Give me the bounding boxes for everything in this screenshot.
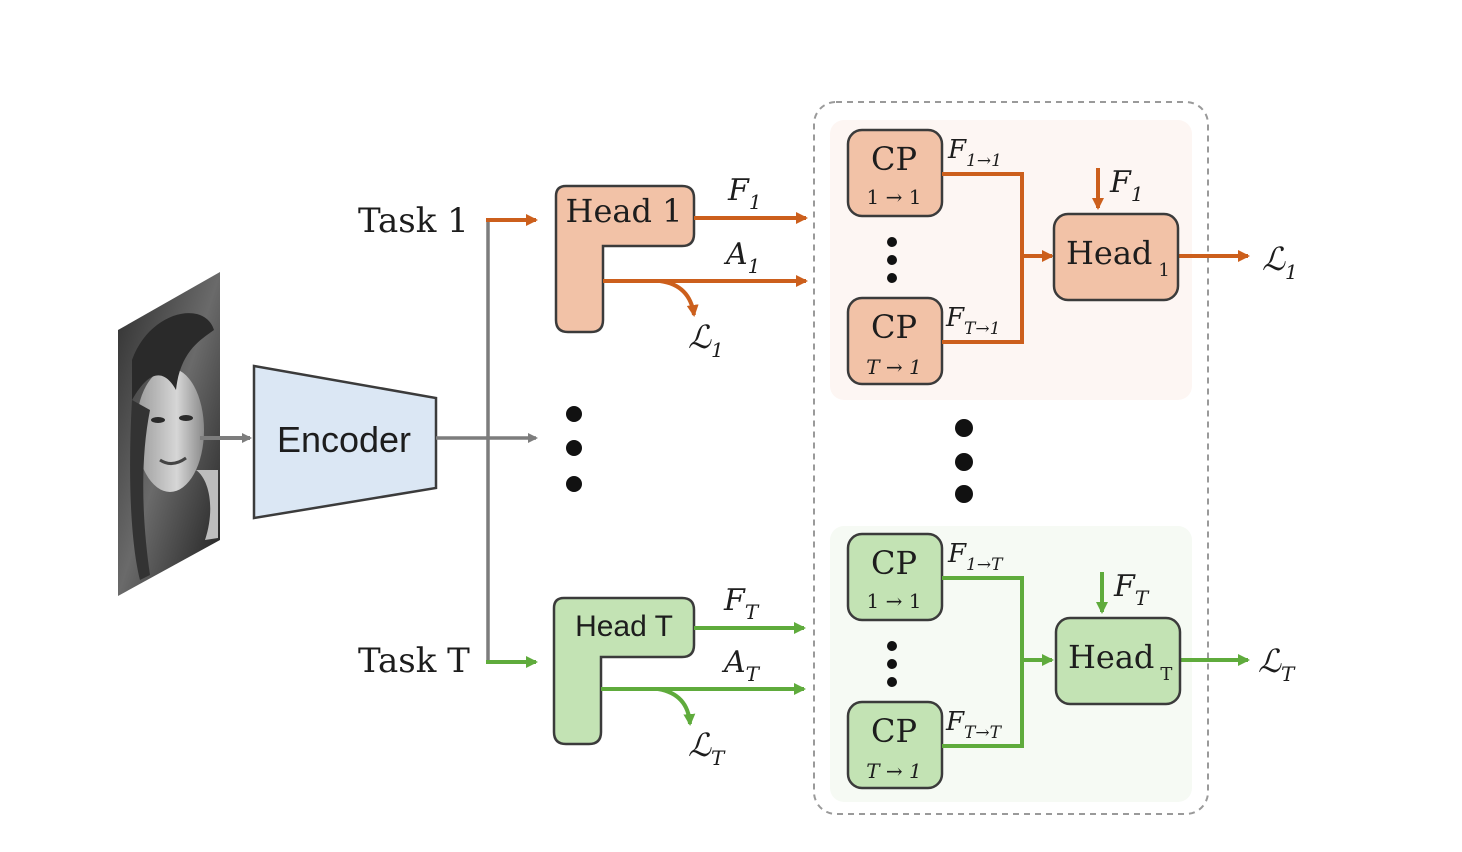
green-cp-top: CP 1 → 1 xyxy=(846,532,944,622)
green-final-loss-label: ℒT xyxy=(1258,642,1296,686)
input-face-image xyxy=(118,272,220,596)
green-cp-bottom: CP T → 1 xyxy=(846,700,944,790)
green-cp-connectors xyxy=(942,572,1250,748)
taskT-label: Task T xyxy=(358,641,470,681)
head1-loss-label: ℒ1 xyxy=(688,318,724,362)
orange-cp-bottom-out-label: FT→1 xyxy=(945,303,1000,339)
headT-output-arrows xyxy=(601,622,806,726)
headT-A-label: AT xyxy=(721,645,761,686)
orange-cp-top: CP 1 → 1 xyxy=(846,128,944,218)
panel-ellipsis xyxy=(955,419,973,503)
orange-final-loss-label: ℒ1 xyxy=(1262,240,1298,284)
svg-text:CP: CP xyxy=(871,140,917,178)
orange-cp-bottom: CP T → 1 xyxy=(846,296,944,386)
head1-label: Head 1 xyxy=(566,192,683,230)
headT-F-label: FT xyxy=(723,583,760,624)
head1-output-arrows xyxy=(603,212,808,317)
green-head-input-F-label: FT xyxy=(1113,569,1150,610)
green-cp-top-out-label: F1→T xyxy=(947,539,1004,575)
headT-block: Head T xyxy=(552,596,696,746)
encoder-label: Encoder xyxy=(277,419,411,460)
svg-text:1 → 1: 1 → 1 xyxy=(867,589,922,613)
headT-label: Head T xyxy=(575,610,673,643)
svg-text:T → 1: T → 1 xyxy=(866,759,922,783)
head1-block: Head 1 xyxy=(554,184,696,334)
headT-loss-label: ℒT xyxy=(688,726,726,770)
orange-head-input-F-label: F1 xyxy=(1109,165,1144,206)
task-ellipsis xyxy=(566,406,582,492)
encoder-output-arrows xyxy=(436,220,538,662)
svg-text:CP: CP xyxy=(871,712,917,750)
svg-text:CP: CP xyxy=(871,308,917,346)
head1-A-label: A1 xyxy=(723,237,760,278)
green-cp-bottom-out-label: FT→T xyxy=(945,707,1003,743)
svg-text:CP: CP xyxy=(871,544,917,582)
encoder-block: Encoder xyxy=(252,364,438,520)
green-cp-dots xyxy=(887,641,897,687)
orange-cp-top-out-label: F1→1 xyxy=(947,135,1002,171)
svg-text:T → 1: T → 1 xyxy=(866,355,922,379)
refinement-container xyxy=(813,101,1209,815)
head1-F-label: F1 xyxy=(727,173,762,214)
orange-cp-connectors xyxy=(942,168,1250,344)
orange-cp-dots xyxy=(887,237,897,283)
svg-text:1 → 1: 1 → 1 xyxy=(867,185,922,209)
task1-label: Task 1 xyxy=(358,201,469,241)
